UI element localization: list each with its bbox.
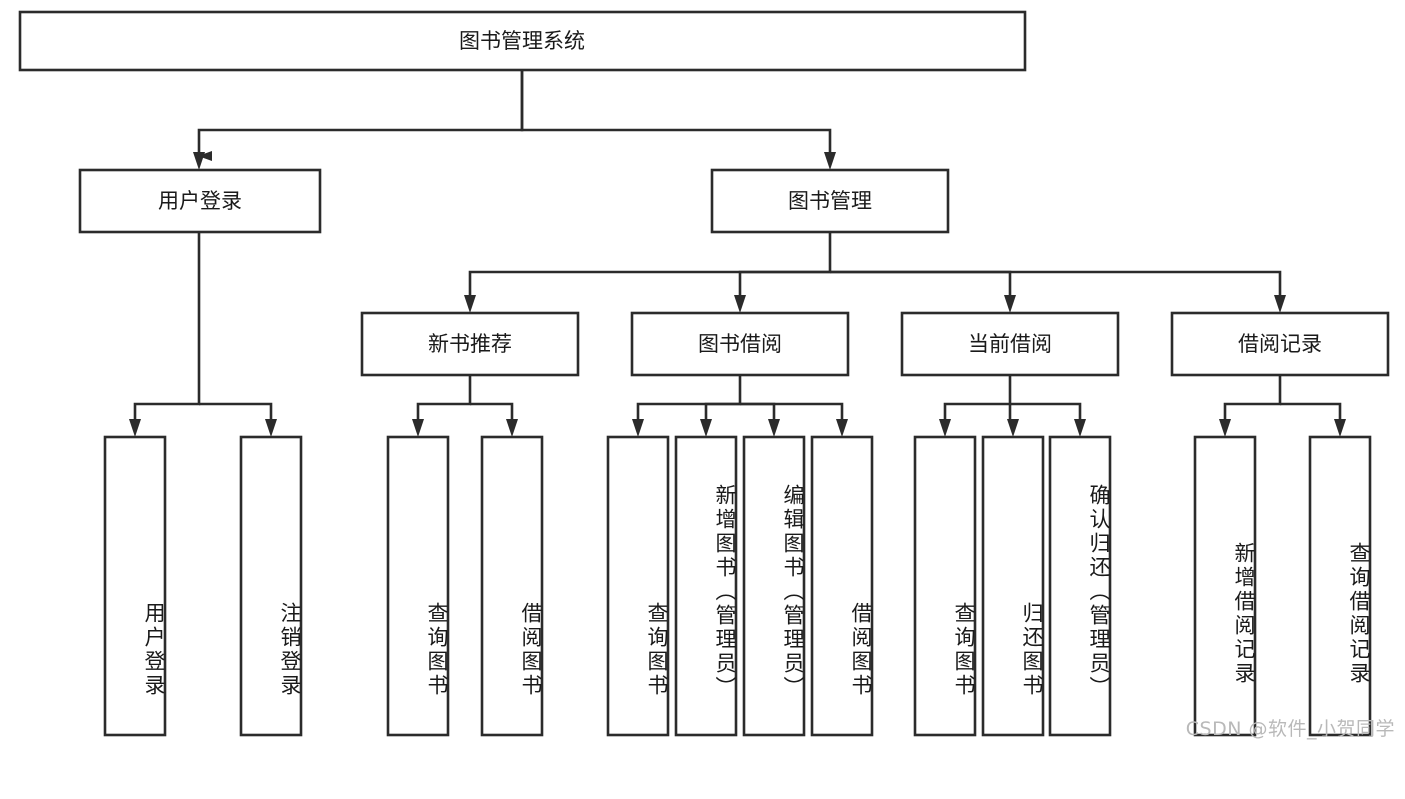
node-box-leaf-add-record <box>1193 435 1257 737</box>
hierarchy-tree-svg: 图书管理系统 用户登录 图书管理 新书推荐 图书借阅 当前借阅 借阅记录 <box>18 10 1390 737</box>
connectors-user-login-to-leaves <box>129 232 277 437</box>
node-box-root <box>18 10 1027 72</box>
node-box-book-borrow <box>630 311 850 377</box>
node-box-leaf-query-book-2 <box>606 435 670 737</box>
connectors-new-book-recommend-to-leaves <box>412 375 518 437</box>
node-box-current-borrow <box>900 311 1120 377</box>
node-label-book-management: 图书管理 <box>788 189 872 213</box>
node-label-root: 图书管理系统 <box>459 29 585 53</box>
connectors-current-borrow-to-leaves <box>939 375 1086 437</box>
connectors-root-to-level2 <box>193 70 836 170</box>
node-box-leaf-borrow-book-1 <box>480 435 544 737</box>
connectors-borrow-record-to-leaves <box>1219 375 1346 437</box>
node-label-new-book-recommend: 新书推荐 <box>428 332 512 356</box>
node-label-book-borrow: 图书借阅 <box>698 332 782 356</box>
node-box-leaf-return-book <box>981 435 1045 737</box>
node-box-leaf-edit-book <box>742 435 806 737</box>
node-box-leaf-logout-login <box>239 435 303 737</box>
connectors-book-management-to-level3 <box>464 232 1286 313</box>
node-label-user-login: 用户登录 <box>158 189 242 213</box>
node-box-leaf-query-record <box>1308 435 1372 737</box>
diagram-canvas: 图书管理系统 用户登录 图书管理 新书推荐 图书借阅 当前借阅 借阅记录 用户登… <box>18 10 1395 740</box>
node-box-book-management <box>710 168 950 234</box>
node-box-leaf-borrow-book-2 <box>810 435 874 737</box>
node-box-borrow-record <box>1170 311 1390 377</box>
node-label-current-borrow: 当前借阅 <box>968 332 1052 356</box>
node-box-leaf-add-book <box>674 435 738 737</box>
node-box-leaf-confirm-return <box>1048 435 1112 737</box>
connectors-book-borrow-to-leaves <box>632 375 848 437</box>
node-box-leaf-query-book-1 <box>386 435 450 737</box>
node-box-leaf-query-book-3 <box>913 435 977 737</box>
node-box-user-login <box>78 168 322 234</box>
csdn-watermark: CSDN @软件_小贺同学 <box>1185 718 1395 740</box>
node-box-leaf-user-login <box>103 435 167 737</box>
node-box-new-book-recommend <box>360 311 580 377</box>
node-label-borrow-record: 借阅记录 <box>1238 332 1322 356</box>
